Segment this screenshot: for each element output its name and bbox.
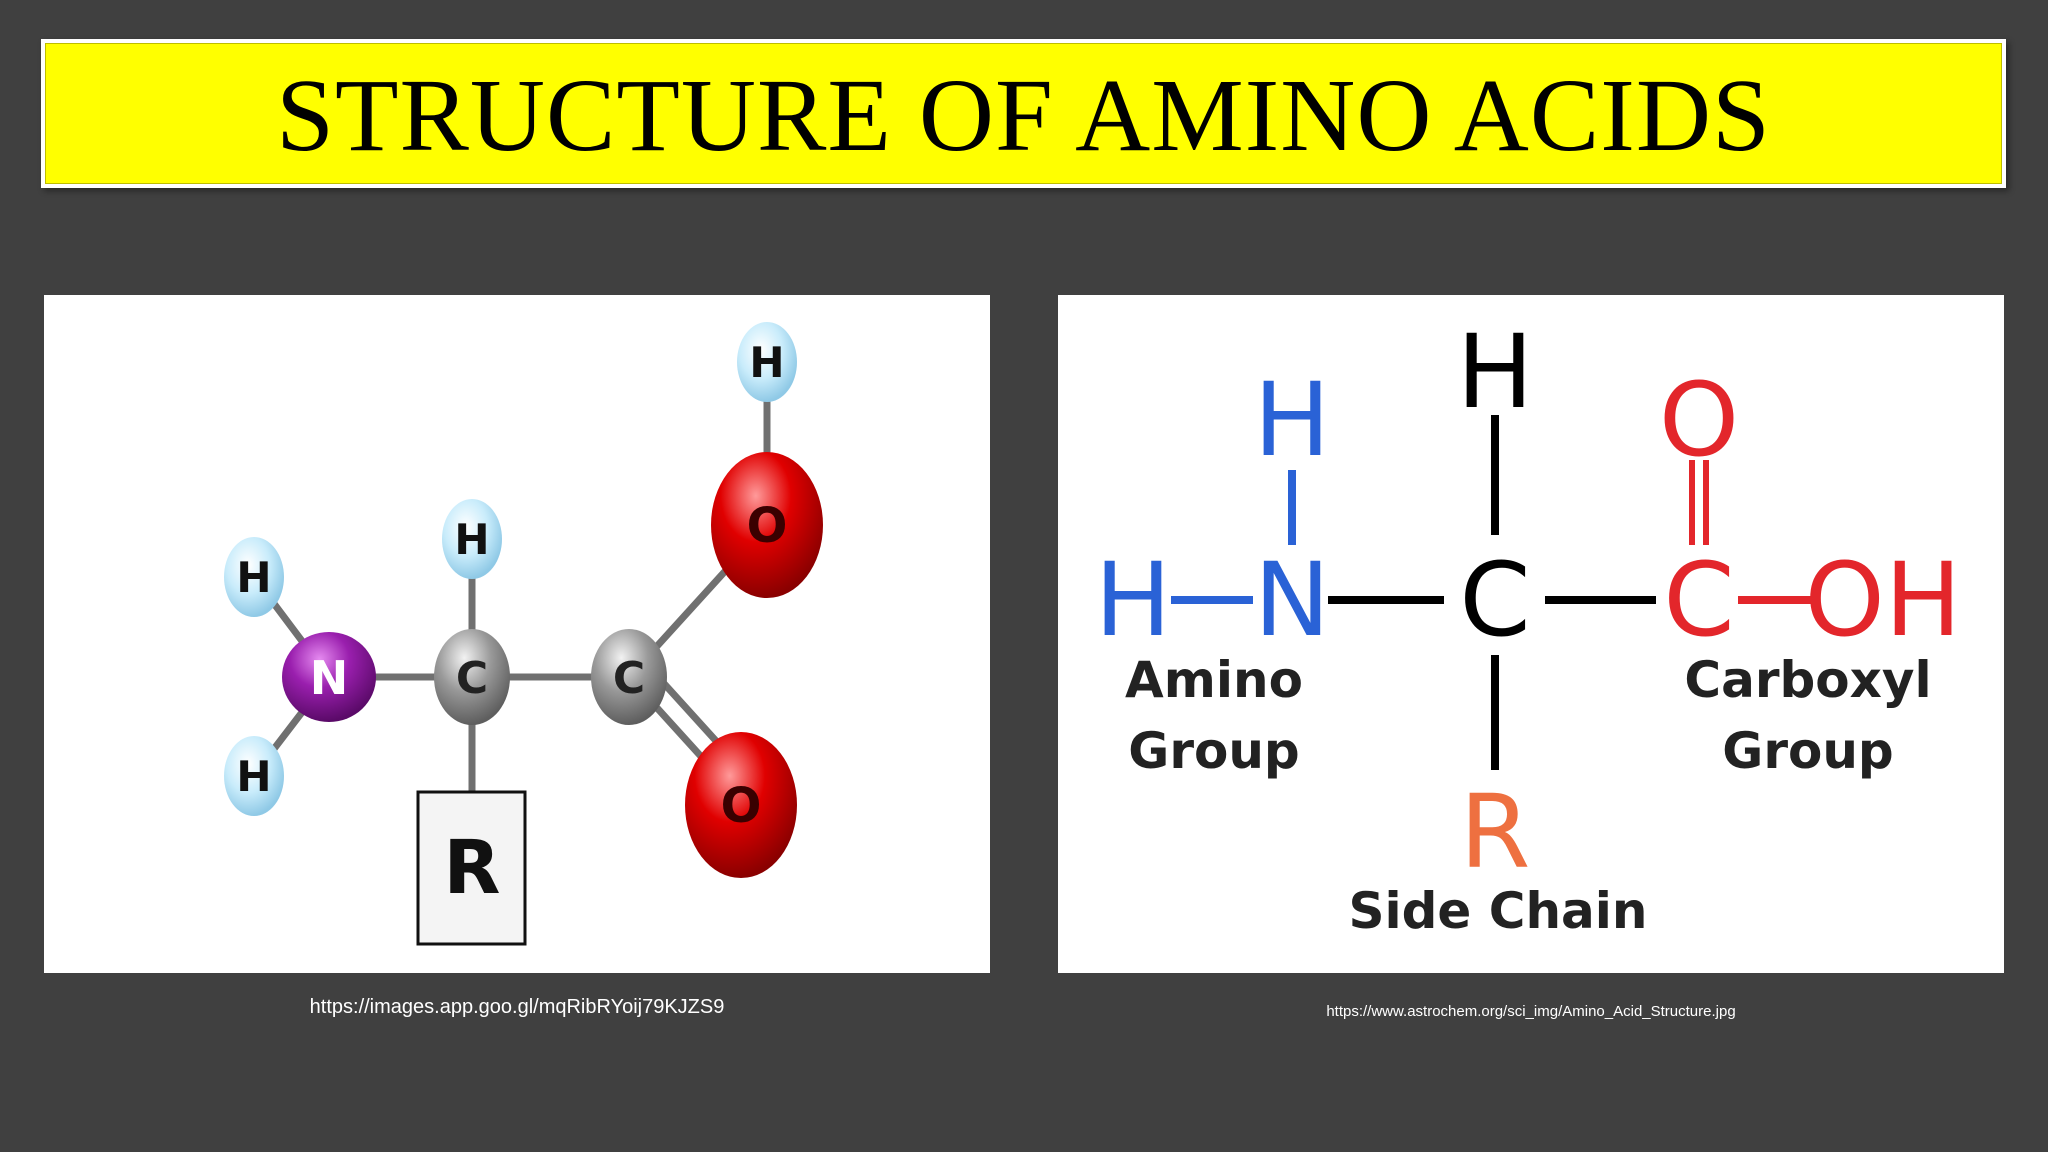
formula-bonds [1171, 415, 1813, 770]
r-group-label: R [444, 825, 501, 911]
carboxyl-c: C [1663, 541, 1734, 660]
ball-and-stick-panel: R H H H H N C C [44, 295, 990, 973]
carboxyl-label-line2: Group [1722, 722, 1893, 780]
svg-text:H: H [749, 338, 784, 387]
structural-formula-panel: H H N H C O C OH R Amino Group Carboxyl … [1058, 295, 2004, 973]
o-atom-lower: O [685, 732, 797, 878]
h-atom-top-right: H [737, 322, 797, 402]
alpha-h: H [1457, 313, 1534, 432]
title-banner: STRUCTURE OF AMINO ACIDS [41, 39, 2006, 188]
h-atom-amine-lower: H [224, 736, 284, 816]
h-atom-alpha: H [442, 499, 502, 579]
svg-text:H: H [236, 752, 271, 801]
slide-title: STRUCTURE OF AMINO ACIDS [276, 57, 1771, 173]
amine-h-top: H [1254, 361, 1331, 480]
c-atom-carboxyl: C [591, 629, 667, 725]
svg-text:C: C [613, 653, 645, 704]
carbonyl-o: O [1659, 361, 1739, 480]
amino-label-line2: Group [1128, 722, 1299, 780]
bonds [250, 359, 771, 799]
c-atom-alpha: C [434, 629, 510, 725]
svg-text:C: C [456, 653, 488, 704]
amine-h-left: H [1095, 541, 1172, 660]
r-group-box [416, 790, 527, 946]
side-chain-r: R [1460, 773, 1531, 892]
side-chain-label: Side Chain [1348, 882, 1647, 940]
source-url-right[interactable]: https://www.astrochem.org/sci_img/Amino_… [1326, 1003, 1736, 1020]
n-atom: N [282, 632, 376, 722]
svg-text:N: N [310, 651, 349, 705]
alpha-c: C [1459, 541, 1530, 660]
svg-text:O: O [721, 778, 762, 834]
amino-label-line1: Amino [1125, 651, 1303, 709]
structural-formula-diagram: H H N H C O C OH R Amino Group Carboxyl … [1095, 313, 1962, 940]
carboxyl-label-line1: Carboxyl [1684, 651, 1931, 709]
source-url-left[interactable]: https://images.app.goo.gl/mqRibRYoij79KJ… [309, 996, 725, 1018]
svg-text:H: H [454, 515, 489, 564]
svg-text:H: H [236, 553, 271, 602]
h-atom-amine-upper: H [224, 537, 284, 617]
ball-and-stick-diagram: R H H H H N C C [224, 322, 823, 946]
amine-n: N [1254, 541, 1330, 660]
o-atom-upper: O [711, 452, 823, 598]
svg-text:O: O [747, 498, 788, 554]
hydroxyl-oh: OH [1805, 541, 1962, 660]
